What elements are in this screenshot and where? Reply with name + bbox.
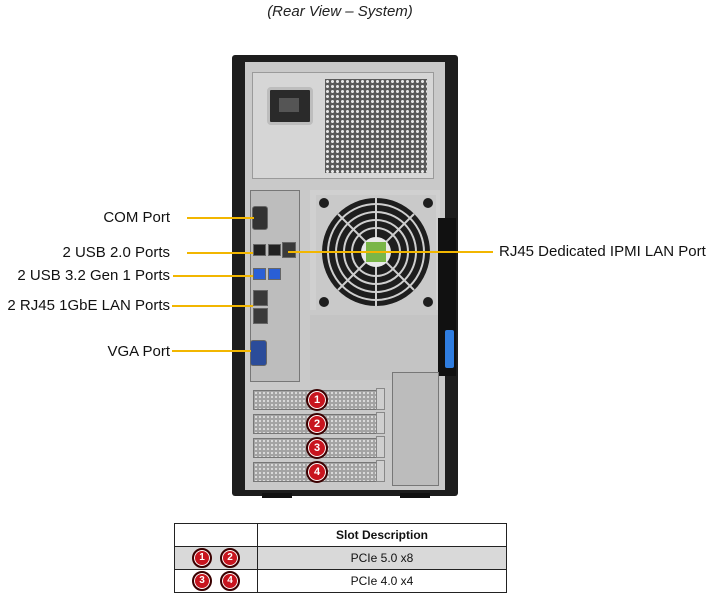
psu-grille bbox=[325, 79, 427, 173]
slot-bracket bbox=[376, 436, 385, 458]
leader-vga-port bbox=[172, 350, 251, 352]
slot-description-cell: PCIe 5.0 x8 bbox=[257, 546, 507, 570]
slot-number-badge: 2 bbox=[306, 413, 328, 435]
slot-bracket bbox=[376, 460, 385, 482]
label-com-port: COM Port bbox=[103, 209, 170, 226]
leader-rj45-lan-ports bbox=[172, 305, 253, 307]
usb2-port-1 bbox=[253, 244, 266, 256]
leader-usb3-ports bbox=[173, 275, 253, 277]
slot-bracket bbox=[376, 388, 385, 410]
label-ipmi-lan-port: RJ45 Dedicated IPMI LAN Port bbox=[499, 243, 706, 260]
slot-number-badge: 1 bbox=[306, 389, 328, 411]
com-port bbox=[252, 206, 268, 230]
usb2-port-2 bbox=[268, 244, 281, 256]
slot-description-cell: PCIe 4.0 x4 bbox=[257, 569, 507, 593]
leader-com-port bbox=[187, 217, 254, 219]
bay-cover bbox=[392, 372, 439, 486]
label-vga-port: VGA Port bbox=[107, 343, 170, 360]
table-header-empty bbox=[174, 523, 258, 547]
leader-usb2-ports bbox=[187, 252, 253, 254]
ipmi-lan-port bbox=[282, 242, 296, 258]
chassis-foot bbox=[262, 493, 292, 498]
table-header-slot-description: Slot Description bbox=[257, 523, 507, 547]
label-usb2-ports: 2 USB 2.0 Ports bbox=[62, 244, 170, 261]
label-rj45-lan-ports: 2 RJ45 1GbE LAN Ports bbox=[7, 297, 170, 314]
slot-badges-cell: 3 4 bbox=[174, 569, 258, 593]
vga-port bbox=[250, 340, 267, 366]
usb3-port-2 bbox=[268, 268, 281, 280]
table-row: 3 4 PCIe 4.0 x4 bbox=[174, 569, 507, 593]
slot-description-table: Slot Description 1 2 PCIe 5.0 x8 3 4 PCI… bbox=[174, 523, 507, 593]
lower-panel bbox=[310, 315, 440, 380]
slot-bracket bbox=[376, 412, 385, 434]
label-usb3-ports: 2 USB 3.2 Gen 1 Ports bbox=[17, 267, 170, 284]
blue-latch bbox=[445, 330, 454, 368]
usb3-port-1 bbox=[253, 268, 266, 280]
table-row: 1 2 PCIe 5.0 x8 bbox=[174, 546, 507, 570]
slot-number-badge: 2 bbox=[220, 548, 240, 568]
chassis-foot bbox=[400, 493, 430, 498]
slot-number-badge: 1 bbox=[192, 548, 212, 568]
lan-port-1 bbox=[253, 290, 268, 306]
figure-caption: (Rear View – System) bbox=[267, 3, 413, 20]
slot-number-badge: 4 bbox=[306, 461, 328, 483]
lan-port-2 bbox=[253, 308, 268, 324]
slot-number-badge: 3 bbox=[306, 437, 328, 459]
slot-badges-cell: 1 2 bbox=[174, 546, 258, 570]
slot-number-badge: 3 bbox=[192, 571, 212, 591]
power-inlet bbox=[267, 87, 313, 125]
leader-ipmi-lan-port bbox=[288, 251, 493, 253]
table-header-row: Slot Description bbox=[174, 523, 507, 547]
power-supply bbox=[252, 72, 434, 179]
slot-number-badge: 4 bbox=[220, 571, 240, 591]
